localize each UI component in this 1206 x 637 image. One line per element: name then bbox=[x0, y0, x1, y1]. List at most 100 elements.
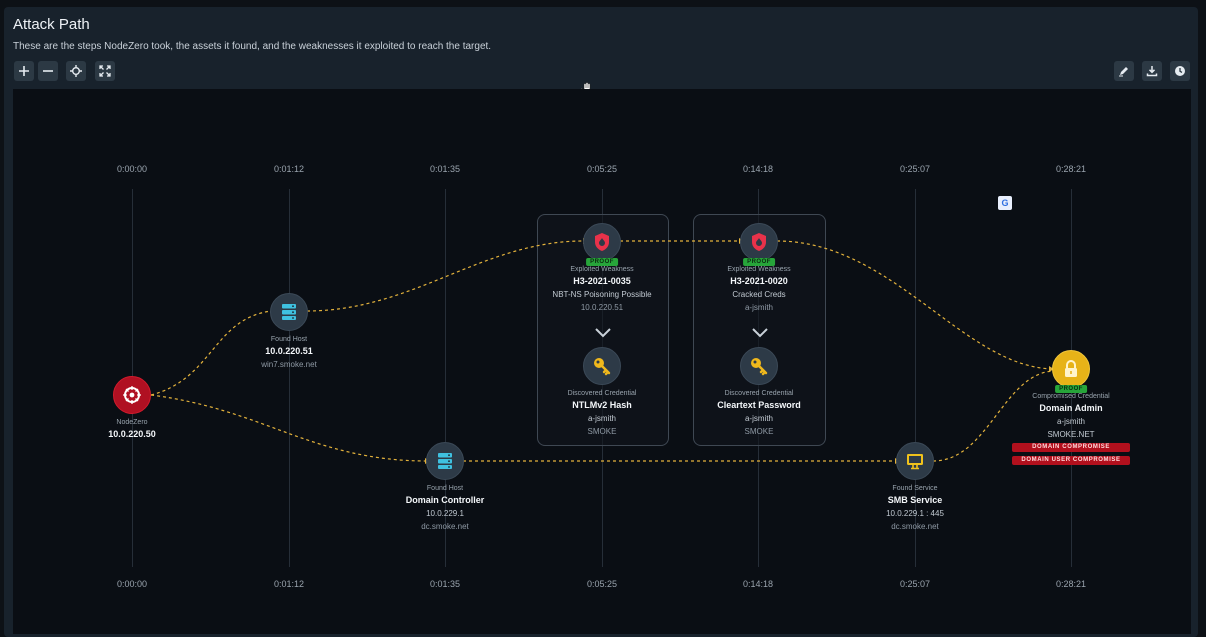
node-nodezero[interactable]: NodeZero 10.0.220.50 bbox=[57, 376, 207, 439]
node-address: 10.0.229.1 : 445 bbox=[886, 509, 944, 518]
node-exploited-weakness-0020[interactable]: PROOF Exploited Weakness H3-2021-0020 Cr… bbox=[684, 223, 834, 312]
node-user: a-jsmith bbox=[1056, 417, 1085, 426]
lock-icon bbox=[1065, 360, 1077, 377]
node-target: 10.0.220.51 bbox=[580, 303, 624, 312]
download-icon bbox=[1146, 66, 1158, 77]
node-name: Cleartext Password bbox=[717, 400, 801, 410]
node-found-host-domain-controller[interactable]: Found Host Domain Controller 10.0.229.1 … bbox=[370, 442, 520, 531]
timeline-label: 0:01:12 bbox=[273, 579, 305, 589]
timeline-label: 0:01:35 bbox=[429, 579, 461, 589]
node-compromised-credential-domain-admin[interactable]: PROOF Compromised Credential Domain Admi… bbox=[996, 350, 1146, 465]
node-exploited-weakness-0035[interactable]: PROOF Exploited Weakness H3-2021-0035 NB… bbox=[527, 223, 677, 312]
center-button[interactable] bbox=[66, 61, 86, 81]
timeline-label: 0:25:07 bbox=[899, 579, 931, 589]
timeline-guide bbox=[445, 189, 446, 567]
zoom-out-icon bbox=[43, 70, 53, 72]
node-name: NTLMv2 Hash bbox=[572, 400, 632, 410]
edge-arrow bbox=[1049, 366, 1054, 372]
edge bbox=[306, 240, 584, 312]
fit-screen-button[interactable] bbox=[95, 61, 115, 81]
node-type-label: Exploited Weakness bbox=[570, 266, 634, 273]
node-type-label: Discovered Credential bbox=[724, 390, 794, 397]
node-found-service-smb[interactable]: Found Service SMB Service 10.0.229.1 : 4… bbox=[840, 442, 990, 531]
node-user: a-jsmith bbox=[744, 414, 773, 423]
node-found-host-win7[interactable]: Found Host 10.0.220.51 win7.smoke.net bbox=[214, 293, 364, 369]
timeline-label: 0:05:25 bbox=[586, 579, 618, 589]
node-icon bbox=[896, 442, 934, 480]
node-name: H3-2021-0035 bbox=[573, 276, 631, 286]
server-icon bbox=[438, 453, 452, 469]
node-type-label: Found Host bbox=[270, 336, 308, 343]
timeline-label: 0:28:21 bbox=[1055, 164, 1087, 174]
center-icon bbox=[70, 65, 82, 77]
node-description: Cracked Creds bbox=[732, 290, 786, 299]
chevron-down-icon bbox=[595, 328, 611, 338]
impact-tag: DOMAIN COMPROMISE bbox=[1012, 443, 1130, 452]
node-type-label: Found Host bbox=[426, 485, 464, 492]
edit-icon bbox=[1119, 67, 1128, 77]
node-user: a-jsmith bbox=[587, 414, 616, 423]
node-name: SMB Service bbox=[887, 495, 943, 505]
history-button[interactable] bbox=[1170, 61, 1190, 81]
node-type-label: Discovered Credential bbox=[567, 390, 637, 397]
zoom-out-button[interactable] bbox=[38, 61, 58, 81]
edge bbox=[776, 240, 1054, 370]
proof-badge: PROOF bbox=[743, 258, 775, 266]
timeline-label: 0:00:00 bbox=[116, 164, 148, 174]
timeline-guide bbox=[289, 189, 290, 567]
server-icon bbox=[282, 304, 296, 320]
node-name: 10.0.220.51 bbox=[265, 346, 313, 356]
node-description: NBT-NS Poisoning Possible bbox=[552, 290, 652, 299]
download-button[interactable] bbox=[1142, 61, 1162, 81]
timeline-label: 0:14:18 bbox=[742, 164, 774, 174]
proof-badge: PROOF bbox=[1055, 385, 1087, 393]
node-domain: SMOKE.NET bbox=[1047, 430, 1095, 439]
node-hostname: dc.smoke.net bbox=[891, 522, 939, 531]
page-title: Attack Path bbox=[13, 16, 90, 33]
timeline-guide bbox=[915, 189, 916, 567]
shield-icon bbox=[595, 233, 609, 251]
page-subtitle: These are the steps NodeZero took, the a… bbox=[13, 41, 492, 52]
node-domain: SMOKE bbox=[587, 427, 617, 436]
shield-icon bbox=[752, 233, 766, 251]
proof-badge: PROOF bbox=[586, 258, 618, 266]
timeline-label: 0:01:35 bbox=[429, 164, 461, 174]
node-domain: SMOKE bbox=[744, 427, 774, 436]
monitor-icon bbox=[907, 454, 923, 470]
node-hostname: dc.smoke.net bbox=[421, 522, 469, 531]
zoom-in-icon bbox=[19, 66, 29, 76]
impact-tag: DOMAIN USER COMPROMISE bbox=[1012, 456, 1130, 465]
edge bbox=[932, 370, 1054, 462]
node-type-label: NodeZero bbox=[116, 419, 148, 426]
edge bbox=[150, 310, 272, 396]
translate-icon[interactable]: G bbox=[998, 196, 1012, 210]
attack-edges bbox=[150, 238, 1054, 464]
node-discovered-credential-cleartext[interactable]: Discovered Credential Cleartext Password… bbox=[684, 347, 834, 436]
key-icon bbox=[594, 358, 611, 376]
timeline-label: 0:28:21 bbox=[1055, 579, 1087, 589]
fit-screen-icon bbox=[99, 65, 111, 77]
attack-graph-canvas[interactable]: 0:00:00 0:01:12 0:01:35 0:05:25 0:14:18 … bbox=[13, 89, 1191, 634]
node-type-label: Found Service bbox=[892, 485, 938, 492]
node-name: Domain Admin bbox=[1039, 403, 1103, 413]
node-icon bbox=[583, 347, 621, 385]
node-target: a-jsmith bbox=[744, 303, 773, 312]
node-discovered-credential-ntlmv2[interactable]: Discovered Credential NTLMv2 Hash a-jsmi… bbox=[527, 347, 677, 436]
timeline-label: 0:14:18 bbox=[742, 579, 774, 589]
nodezero-logo-icon bbox=[123, 386, 141, 404]
node-ip: 10.0.229.1 bbox=[426, 509, 464, 518]
node-name: Domain Controller bbox=[405, 495, 485, 505]
node-name: H3-2021-0020 bbox=[730, 276, 788, 286]
node-icon bbox=[113, 376, 151, 414]
node-hostname: win7.smoke.net bbox=[261, 360, 317, 369]
edit-button[interactable] bbox=[1114, 61, 1134, 81]
timeline-label: 0:05:25 bbox=[586, 164, 618, 174]
node-icon bbox=[740, 347, 778, 385]
node-icon: PROOF bbox=[583, 223, 621, 266]
node-icon: PROOF bbox=[1052, 350, 1090, 393]
node-icon bbox=[270, 293, 308, 331]
chevron-down-icon bbox=[752, 328, 768, 338]
node-type-label: Compromised Credential bbox=[1032, 393, 1110, 400]
zoom-in-button[interactable] bbox=[14, 61, 34, 81]
timeline-label: 0:01:12 bbox=[273, 164, 305, 174]
